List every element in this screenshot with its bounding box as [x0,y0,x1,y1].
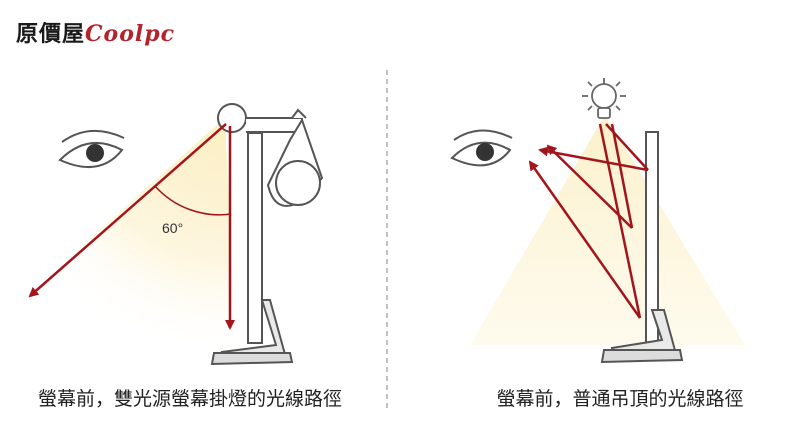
angle-arc [154,185,232,216]
caption-right: 螢幕前，普通吊頂的光線路徑 [496,388,744,410]
light-glow-left [20,118,235,345]
eye-icon-right [450,129,513,167]
caption-left: 螢幕前，雙光源螢幕掛燈的光線路徑 [37,388,342,410]
logo-brand: Coolpc [85,21,176,47]
eye-icon [58,129,125,168]
monitor-icon [600,131,684,364]
ray-forward [28,123,227,298]
logo: 原價屋Coolpc [16,16,175,48]
light-rays-right [528,123,649,319]
bulb-icon [582,78,626,119]
angle-label: 60° [162,220,184,236]
monitor-light-bar-icon [217,103,324,207]
light-rays-left [28,123,235,330]
logo-prefix: 原價屋 [16,21,86,47]
light-glow-right [470,115,745,345]
monitor-stand-icon [210,132,294,366]
